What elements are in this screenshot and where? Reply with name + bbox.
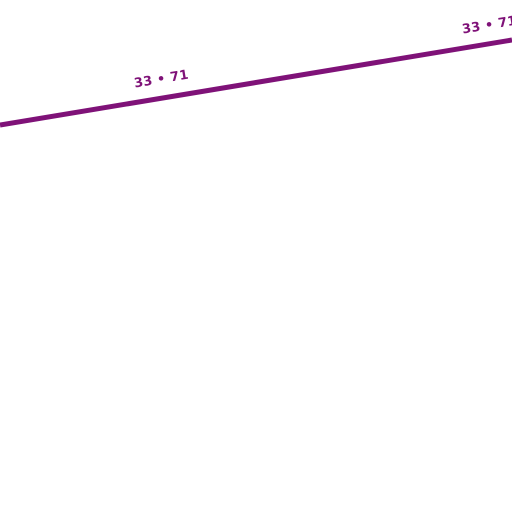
route-label[interactable]: 33 • 71 [133, 68, 190, 92]
route-label[interactable]: 33 • 71 [461, 14, 512, 38]
bus-route-line[interactable] [0, 37, 512, 128]
